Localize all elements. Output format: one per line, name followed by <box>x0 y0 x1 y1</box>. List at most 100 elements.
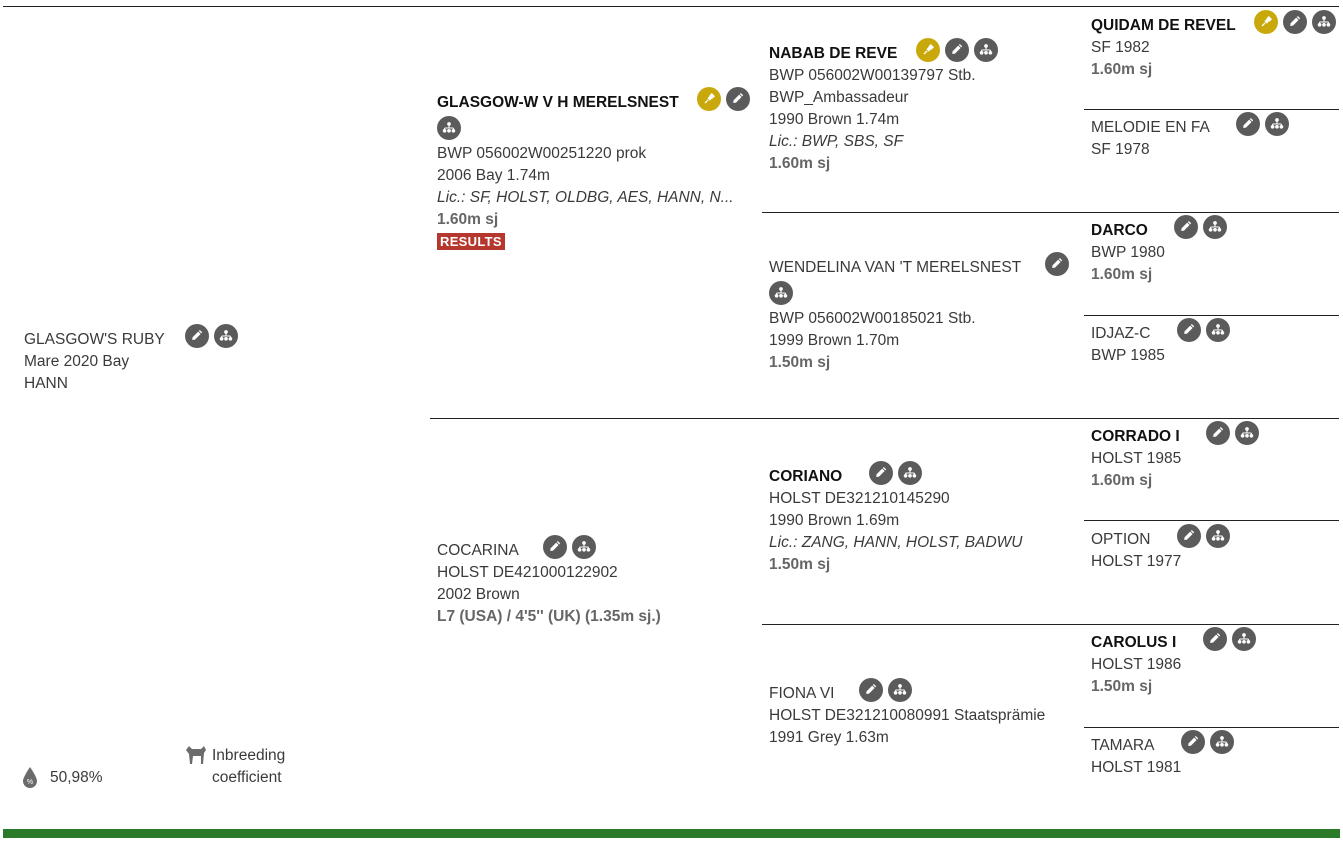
pencil-icon[interactable] <box>1283 9 1307 34</box>
pencil-icon[interactable] <box>1176 523 1201 548</box>
pedigree-tree-icon[interactable] <box>214 323 239 348</box>
pedigree-tree-icon[interactable] <box>973 37 998 62</box>
pedigree-tree-icon[interactable] <box>1312 9 1336 34</box>
top-border <box>3 6 1339 7</box>
sire-dam-card: WENDELINA VAN 'T MERELSNEST BWP 056002W0… <box>769 251 1079 374</box>
sire-sire-reg: BWP 056002W00139797 Stb. <box>769 67 976 84</box>
dam-sire-name[interactable]: CORIANO <box>769 468 843 485</box>
dam-sire-card: CORIANO HOLST DE321210145290 1990 Brown … <box>769 460 1079 576</box>
pencil-icon[interactable] <box>1236 111 1261 136</box>
pedigree-tree-icon[interactable] <box>572 534 597 559</box>
dam-name[interactable]: COCARINA <box>437 542 519 559</box>
dam-sire-level: 1.50m sj <box>769 556 831 573</box>
pedigree-tree-icon[interactable] <box>1205 523 1230 548</box>
gen3-info: HOLST 1986 <box>1091 656 1182 673</box>
pencil-icon[interactable] <box>858 677 883 702</box>
pedigree-tree-icon[interactable] <box>1209 729 1234 754</box>
gen3-level: 1.50m sj <box>1091 678 1153 695</box>
divider-gen3-1 <box>1084 109 1339 110</box>
results-button[interactable]: RESULTS <box>437 233 505 250</box>
pedigree-tree-icon[interactable] <box>1203 214 1228 239</box>
gen3-level: 1.60m sj <box>1091 266 1153 283</box>
gen3-name[interactable]: OPTION <box>1091 531 1151 548</box>
pedigree-tree-icon[interactable] <box>437 116 461 140</box>
sire-sire-extra: BWP_Ambassadeur <box>769 89 909 106</box>
gen3-name[interactable]: CORRADO I <box>1091 428 1180 445</box>
pencil-icon[interactable] <box>543 534 568 559</box>
sire-sire-level: 1.60m sj <box>769 155 831 172</box>
inbreeding-drop-icon: % <box>22 766 38 788</box>
pedigree-tree-icon[interactable] <box>887 677 912 702</box>
horse-icon <box>184 744 208 766</box>
subject-info: Mare 2020 Bay <box>24 353 130 370</box>
divider-gen3-2 <box>1084 315 1339 316</box>
dam-dam-name[interactable]: FIONA VI <box>769 685 835 702</box>
dam-card: COCARINA HOLST DE421000122902 2002 Brown… <box>437 534 757 628</box>
pencil-icon[interactable] <box>944 37 969 62</box>
pin-icon[interactable] <box>915 37 940 62</box>
footer-bar <box>3 829 1340 838</box>
gen3-name[interactable]: MELODIE EN FA <box>1091 119 1210 136</box>
dam-details: 2002 Brown <box>437 586 520 603</box>
gen3-level: 1.60m sj <box>1091 61 1153 78</box>
pin-icon[interactable] <box>696 86 721 111</box>
gen3-card: QUIDAM DE REVEL SF 1982 1.60m sj <box>1091 9 1341 81</box>
gen3-info: BWP 1985 <box>1091 347 1165 364</box>
dam-dam-card: FIONA VI HOLST DE321210080991 Staatspräm… <box>769 677 1079 749</box>
pedigree-tree-icon[interactable] <box>897 460 922 485</box>
sire-dam-level: 1.50m sj <box>769 354 831 371</box>
gen3-level: 1.60m sj <box>1091 472 1153 489</box>
sire-details: 2006 Bay 1.74m <box>437 167 550 184</box>
gen3-card: DARCO BWP 1980 1.60m sj <box>1091 214 1341 286</box>
sire-name[interactable]: GLASGOW-W V H MERELSNEST <box>437 94 679 111</box>
gen3-name[interactable]: DARCO <box>1091 222 1148 239</box>
divider-gen3-4 <box>1084 727 1339 728</box>
gen3-card: TAMARA HOLST 1981 <box>1091 729 1341 779</box>
pencil-icon[interactable] <box>725 86 750 111</box>
pencil-icon[interactable] <box>868 460 893 485</box>
pencil-icon[interactable] <box>185 323 210 348</box>
gen3-name[interactable]: QUIDAM DE REVEL <box>1091 17 1236 34</box>
pencil-icon[interactable] <box>1174 214 1199 239</box>
gen3-info: SF 1982 <box>1091 39 1150 56</box>
gen3-name[interactable]: CAROLUS I <box>1091 634 1177 651</box>
gen3-name[interactable]: TAMARA <box>1091 737 1155 754</box>
pencil-icon[interactable] <box>1206 420 1231 445</box>
dam-reg: HOLST DE421000122902 <box>437 564 618 581</box>
pedigree-tree-icon[interactable] <box>1235 420 1260 445</box>
gen3-card: OPTION HOLST 1977 <box>1091 523 1341 573</box>
pedigree-tree-icon[interactable] <box>1265 111 1290 136</box>
subject-name[interactable]: GLASGOW'S RUBY <box>24 331 165 348</box>
inbreeding-label: Inbreeding coefficient <box>212 747 286 786</box>
gen3-info: HOLST 1985 <box>1091 450 1182 467</box>
divider-gen2-upper <box>762 212 1339 213</box>
dam-sire-details: 1990 Brown 1.69m <box>769 512 900 529</box>
gen3-card: CORRADO I HOLST 1985 1.60m sj <box>1091 420 1341 492</box>
svg-text:%: % <box>27 779 33 786</box>
gen3-info: HOLST 1977 <box>1091 553 1182 570</box>
dam-sire-reg: HOLST DE321210145290 <box>769 490 950 507</box>
divider-sire-dam <box>430 418 1339 419</box>
pencil-icon[interactable] <box>1176 317 1201 342</box>
sire-reg: BWP 056002W00251220 prok <box>437 145 647 162</box>
pedigree-tree-icon[interactable] <box>1205 317 1230 342</box>
inbreeding-value: 50,98% <box>50 769 103 786</box>
sire-sire-licences: Lic.: BWP, SBS, SF <box>769 133 904 150</box>
pencil-icon[interactable] <box>1202 626 1227 651</box>
pedigree-tree-icon[interactable] <box>769 281 793 305</box>
divider-gen2-lower <box>762 624 1339 625</box>
pin-icon[interactable] <box>1254 9 1278 34</box>
sire-dam-name[interactable]: WENDELINA VAN 'T MERELSNEST <box>769 259 1022 276</box>
dam-level: L7 (USA) / 4'5'' (UK) (1.35m sj.) <box>437 608 661 625</box>
gen3-name[interactable]: IDJAZ-C <box>1091 325 1151 342</box>
pencil-icon[interactable] <box>1180 729 1205 754</box>
dam-dam-reg: HOLST DE321210080991 Staatsprämie <box>769 707 1046 724</box>
sire-level: 1.60m sj <box>437 211 499 228</box>
sire-dam-reg: BWP 056002W00185021 Stb. <box>769 310 976 327</box>
sire-card: GLASGOW-W V H MERELSNEST BWP 056002W0025… <box>437 86 757 253</box>
pencil-icon[interactable] <box>1045 251 1070 276</box>
gen3-info: SF 1978 <box>1091 141 1150 158</box>
sire-sire-name[interactable]: NABAB DE REVE <box>769 45 898 62</box>
dam-dam-details: 1991 Grey 1.63m <box>769 729 889 746</box>
pedigree-tree-icon[interactable] <box>1231 626 1256 651</box>
